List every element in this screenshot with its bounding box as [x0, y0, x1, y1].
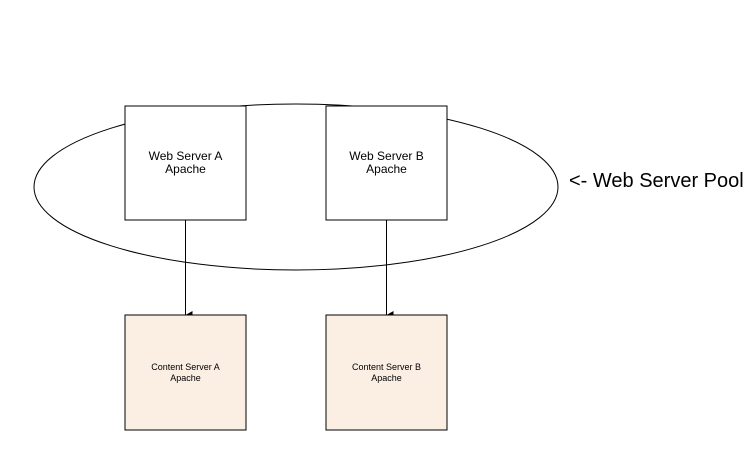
web-server-a-name: Web Server A	[149, 149, 223, 163]
content-server-b-software: Apache	[371, 373, 402, 383]
web-server-pool-label: <- Web Server Pool	[569, 170, 744, 192]
web-server-b-software: Apache	[366, 162, 407, 176]
web-server-a-box	[124, 105, 247, 221]
content-server-a-node: Content Server A Apache	[124, 314, 247, 431]
content-server-a-name: Content Server A	[151, 362, 220, 372]
web-server-a-software: Apache	[165, 162, 206, 176]
web-server-pool-ellipse	[33, 103, 559, 271]
web-server-b-name: Web Server B	[349, 149, 423, 163]
content-server-b-box	[325, 314, 448, 431]
web-server-b-node: Web Server B Apache	[325, 105, 448, 221]
web-server-b-box	[325, 105, 448, 221]
content-server-a-box	[124, 314, 247, 431]
content-server-b-node: Content Server B Apache	[325, 314, 448, 431]
web-server-a-node: Web Server A Apache	[124, 105, 247, 221]
content-server-b-name: Content Server B	[352, 362, 421, 372]
content-server-a-software: Apache	[170, 373, 201, 383]
